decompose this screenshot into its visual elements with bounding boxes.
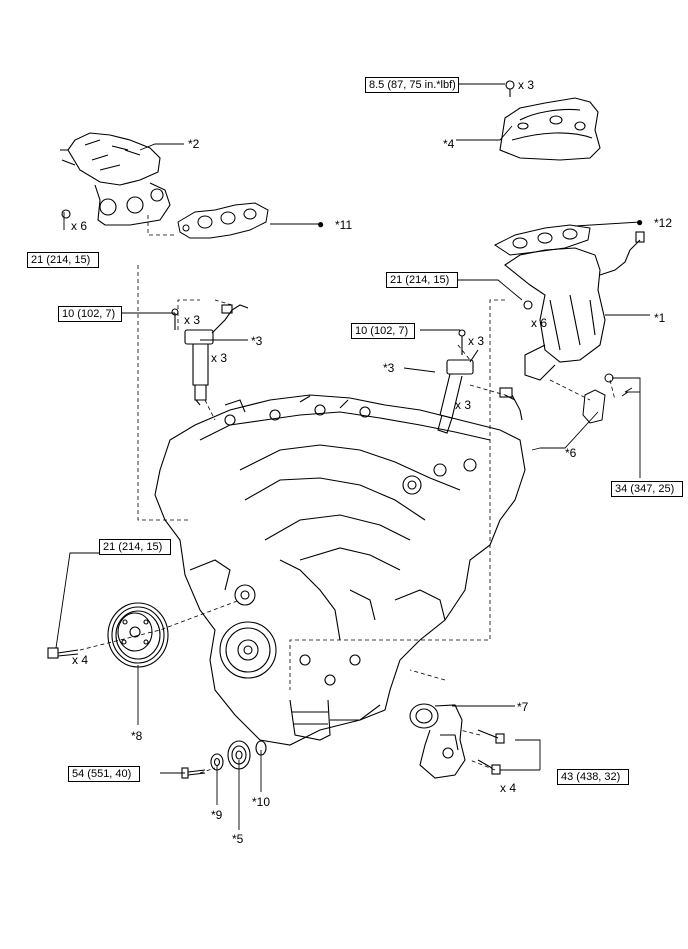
qty-crank-bolts: x 4 bbox=[72, 653, 89, 667]
heat-insulator bbox=[499, 80, 601, 161]
idler-assembly bbox=[181, 740, 267, 779]
callout-8: *8 bbox=[131, 729, 143, 743]
right-exhaust-manifold bbox=[504, 231, 645, 381]
qty-left-manifold-nuts: x 6 bbox=[71, 219, 88, 233]
torque-spec-bracket: 34 (347, 25) bbox=[611, 481, 683, 497]
left-gasket bbox=[177, 202, 269, 239]
qty-insulator-bolts: x 3 bbox=[518, 78, 535, 92]
callout-11-bullet: ● bbox=[317, 217, 325, 231]
bracket bbox=[582, 373, 633, 424]
torque-spec-right-coil-bolt: 10 (102, 7) bbox=[351, 323, 415, 339]
callout-1: *1 bbox=[654, 311, 666, 325]
torque-spec-left-manifold-nut: 21 (214, 15) bbox=[27, 252, 99, 268]
crankshaft-pulley bbox=[47, 602, 169, 668]
engine-block bbox=[154, 394, 526, 746]
callout-12-bullet: ● bbox=[636, 215, 644, 229]
callout-7: *7 bbox=[517, 700, 529, 714]
callout-6: *6 bbox=[565, 446, 577, 460]
callout-4: *4 bbox=[443, 137, 455, 151]
callout-12: *12 bbox=[654, 216, 673, 230]
callout-5: *5 bbox=[232, 832, 244, 846]
belt-tensioner bbox=[409, 703, 505, 779]
torque-spec-insulator-bolt: 8.5 (87, 75 in.*lbf) bbox=[365, 77, 459, 93]
torque-spec-left-coil-bolt: 10 (102, 7) bbox=[58, 306, 122, 322]
ignition-coil-left bbox=[171, 304, 249, 406]
qty-left-coils: x 3 bbox=[211, 351, 228, 365]
qty-left-coil-bolts: x 3 bbox=[184, 313, 201, 327]
qty-tensioner-bolts: x 4 bbox=[500, 781, 517, 795]
callout-9: *9 bbox=[211, 808, 223, 822]
callout-2: *2 bbox=[188, 137, 200, 151]
qty-right-manifold-nuts: x 6 bbox=[531, 316, 548, 330]
torque-spec-tensioner-bolt: 43 (438, 32) bbox=[557, 769, 629, 785]
callout-3-left: *3 bbox=[251, 334, 263, 348]
qty-right-coils: x 3 bbox=[455, 398, 472, 412]
torque-spec-crank-bolt: 21 (214, 15) bbox=[99, 539, 171, 555]
ignition-coil-right bbox=[437, 329, 523, 434]
callout-3-right: *3 bbox=[383, 361, 395, 375]
callout-11: *11 bbox=[335, 218, 353, 232]
leader-lines bbox=[55, 83, 650, 830]
torque-spec-idler-bolt: 54 (551, 40) bbox=[68, 766, 140, 782]
dashed-guides bbox=[79, 215, 616, 774]
torque-spec-right-manifold-nut: 21 (214, 15) bbox=[386, 272, 458, 288]
callout-10: *10 bbox=[252, 795, 271, 809]
right-gasket bbox=[494, 224, 591, 256]
left-exhaust-manifold bbox=[60, 132, 171, 226]
qty-right-coil-bolts: x 3 bbox=[468, 334, 485, 348]
